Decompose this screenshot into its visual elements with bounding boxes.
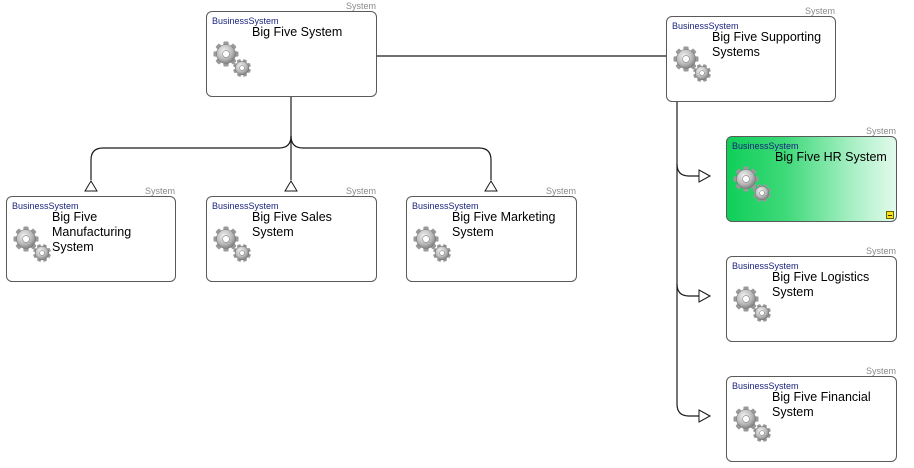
type-label: BusinessSystem — [212, 201, 279, 211]
node-name: Big Five Marketing System — [452, 210, 556, 239]
stereotype-label: System — [345, 1, 376, 11]
stereotype-label: System — [144, 186, 175, 196]
generalization-arrowhead-marketing[interactable] — [484, 180, 498, 192]
stereotype-label: System — [345, 186, 376, 196]
type-label: BusinessSystem — [732, 261, 799, 271]
stereotype-label: System — [804, 6, 835, 16]
generalization-arrowhead-sales[interactable] — [284, 180, 298, 192]
node-name: Big Five Financial System — [772, 390, 871, 419]
generalization-connector-financial[interactable] — [676, 102, 710, 417]
type-label: BusinessSystem — [212, 16, 279, 26]
type-label: BusinessSystem — [732, 381, 799, 391]
stereotype-label: System — [865, 126, 896, 136]
node-name: Big Five Manufacturing System — [52, 210, 132, 254]
gears-icon — [733, 286, 771, 322]
generalization-arrowhead-financial[interactable] — [698, 409, 712, 423]
generalization-arrowhead-hr[interactable] — [698, 169, 712, 183]
gears-icon — [213, 226, 251, 262]
generalization-connector-marketing[interactable] — [290, 135, 492, 180]
gears-icon — [733, 406, 771, 442]
gears-icon — [13, 226, 51, 262]
collapse-toggle-icon[interactable] — [886, 211, 894, 219]
type-label: BusinessSystem — [732, 141, 799, 151]
gears-icon — [673, 46, 711, 82]
gears-icon — [213, 41, 251, 77]
generalization-connector-manufacturing[interactable] — [90, 135, 292, 180]
stereotype-label: System — [865, 246, 896, 256]
type-label: BusinessSystem — [672, 21, 739, 31]
node-name: Big Five HR System — [775, 150, 887, 164]
node-name: Big Five Logistics System — [772, 270, 870, 299]
generalization-arrowhead-manufacturing[interactable] — [84, 180, 98, 192]
generalization-connector-hr[interactable] — [676, 163, 710, 177]
generalization-connector-logistics[interactable] — [676, 283, 710, 297]
node-name: Big Five Sales System — [252, 210, 332, 239]
type-label: BusinessSystem — [12, 201, 79, 211]
gears-icon — [733, 166, 771, 202]
stereotype-label: System — [545, 186, 576, 196]
gears-icon — [413, 226, 451, 262]
type-label: BusinessSystem — [412, 201, 479, 211]
generalization-arrowhead-logistics[interactable] — [698, 289, 712, 303]
stereotype-label: System — [865, 366, 896, 376]
node-name: Big Five Supporting Systems — [712, 30, 822, 59]
node-name: Big Five System — [252, 25, 343, 39]
